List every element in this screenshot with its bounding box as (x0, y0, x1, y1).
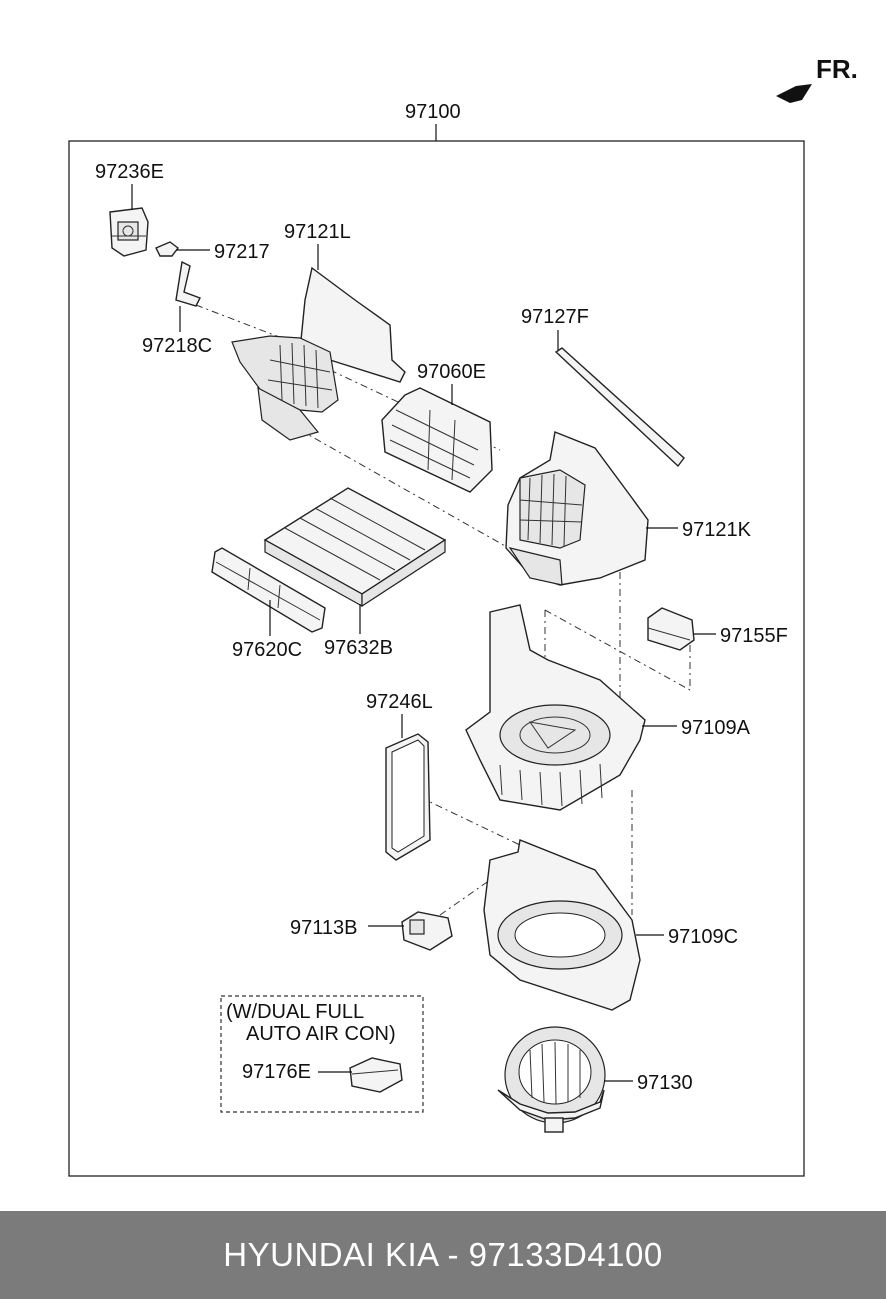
option-note-box (220, 995, 424, 1113)
assembly-frame (68, 140, 805, 1177)
label-97127F: 97127F (521, 306, 589, 328)
part-97113B-actuator (401, 911, 453, 951)
part-97246L-gasket (385, 733, 431, 861)
part-97121L-intake-case (231, 266, 406, 441)
part-97155F-module (647, 607, 695, 651)
front-direction-indicator: FR. (776, 54, 858, 103)
footer-banner: HYUNDAI KIA - 97133D4100 (0, 1211, 886, 1299)
label-97246L: 97246L (366, 691, 433, 713)
part-97632B-cabin-filter (263, 487, 447, 608)
part-97060E-filter-frame (381, 387, 493, 493)
part-97109C-lower-case (483, 839, 641, 1011)
part-97109A-upper-case (465, 604, 646, 811)
label-97218C: 97218C (142, 335, 212, 357)
part-97127F-seal-strip (554, 347, 685, 468)
label-97121L: 97121L (284, 221, 351, 243)
label-97121K: 97121K (682, 519, 752, 541)
label-97632B: 97632B (324, 637, 393, 659)
front-direction-label: FR. (816, 54, 858, 84)
label-97060E: 97060E (417, 361, 486, 383)
part-97620C-filter-cover (211, 547, 326, 633)
label-97620C: 97620C (232, 639, 302, 661)
option-note-line1: (W/DUAL FULL (226, 1001, 364, 1023)
label-97109C: 97109C (668, 926, 738, 948)
assembly-label: 97100 (405, 101, 461, 123)
part-97121K-intake-case (505, 431, 649, 586)
label-97113B: 97113B (290, 917, 357, 939)
part-97176E-resistor (349, 1057, 403, 1093)
front-direction-arrow-icon (776, 84, 812, 103)
part-97236E-actuator (109, 207, 149, 257)
option-note-line2: AUTO AIR CON) (246, 1023, 396, 1045)
label-97109A: 97109A (681, 717, 751, 739)
label-97176E: 97176E (242, 1061, 311, 1083)
label-97155F: 97155F (720, 625, 788, 647)
part-97217-lever (155, 241, 179, 257)
part-97130-blower-motor (497, 1026, 606, 1133)
parts-diagram: FR. 97100 (68, 54, 858, 1177)
label-97236E: 97236E (95, 161, 164, 183)
part-97218C-link (175, 260, 201, 307)
label-97217: 97217 (214, 241, 270, 263)
label-97130: 97130 (637, 1072, 693, 1094)
part-labels: 97236E 97217 97121L 97218C 97127F 97060E… (95, 161, 788, 1094)
